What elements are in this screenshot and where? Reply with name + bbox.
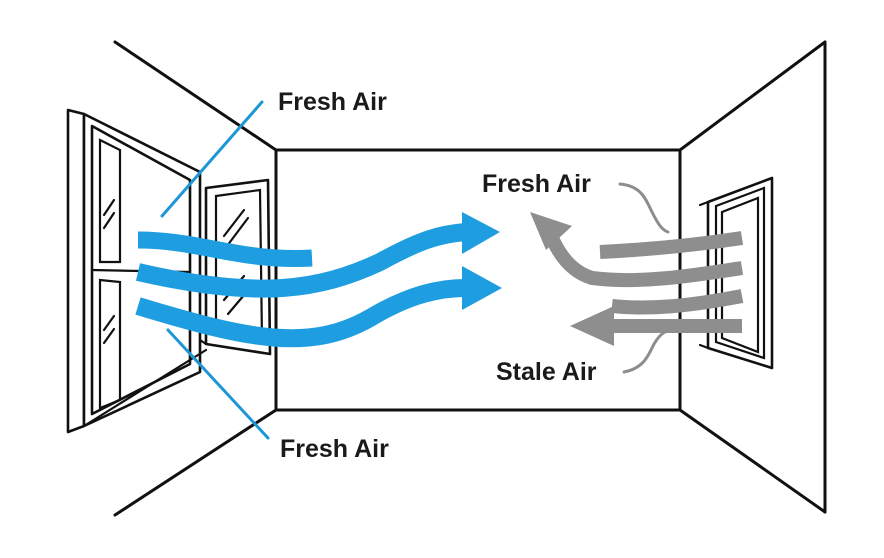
open-casement-window-icon xyxy=(66,108,272,434)
fresh-air-flow-upper xyxy=(135,223,467,298)
leader-fresh-air-bottom-left xyxy=(166,328,270,440)
leader-stale-air-right xyxy=(622,328,672,374)
label-fresh-air-right: Fresh Air xyxy=(482,170,591,198)
leader-fresh-air-top-left xyxy=(160,100,264,218)
stale-air-flow-right-1 xyxy=(611,289,744,315)
stale-air-arrowhead-right xyxy=(570,306,614,346)
right-air-flows xyxy=(530,212,744,346)
fresh-air-arrowhead-right xyxy=(530,212,572,250)
ceiling-edge-right xyxy=(678,40,827,152)
fresh-air-arrowhead-upper xyxy=(462,212,500,254)
floor-edge-right xyxy=(678,408,827,514)
label-fresh-air-top-left: Fresh Air xyxy=(278,88,387,116)
fresh-air-flow-right-2 xyxy=(545,235,744,288)
leader-fresh-air-right xyxy=(618,182,670,234)
floor-edge-left xyxy=(113,408,278,517)
fresh-air-arrowhead-lower xyxy=(462,266,502,310)
fresh-air-flow-right-1 xyxy=(599,231,744,259)
fresh-air-flow-lower xyxy=(135,279,467,348)
fresh-air-flow-short xyxy=(137,231,313,267)
ceiling-edge-left xyxy=(113,40,278,152)
label-fresh-air-bottom-left: Fresh Air xyxy=(280,435,389,463)
label-leaders xyxy=(160,100,672,440)
label-stale-air-right: Stale Air xyxy=(496,358,597,386)
fresh-air-flows xyxy=(135,212,502,348)
